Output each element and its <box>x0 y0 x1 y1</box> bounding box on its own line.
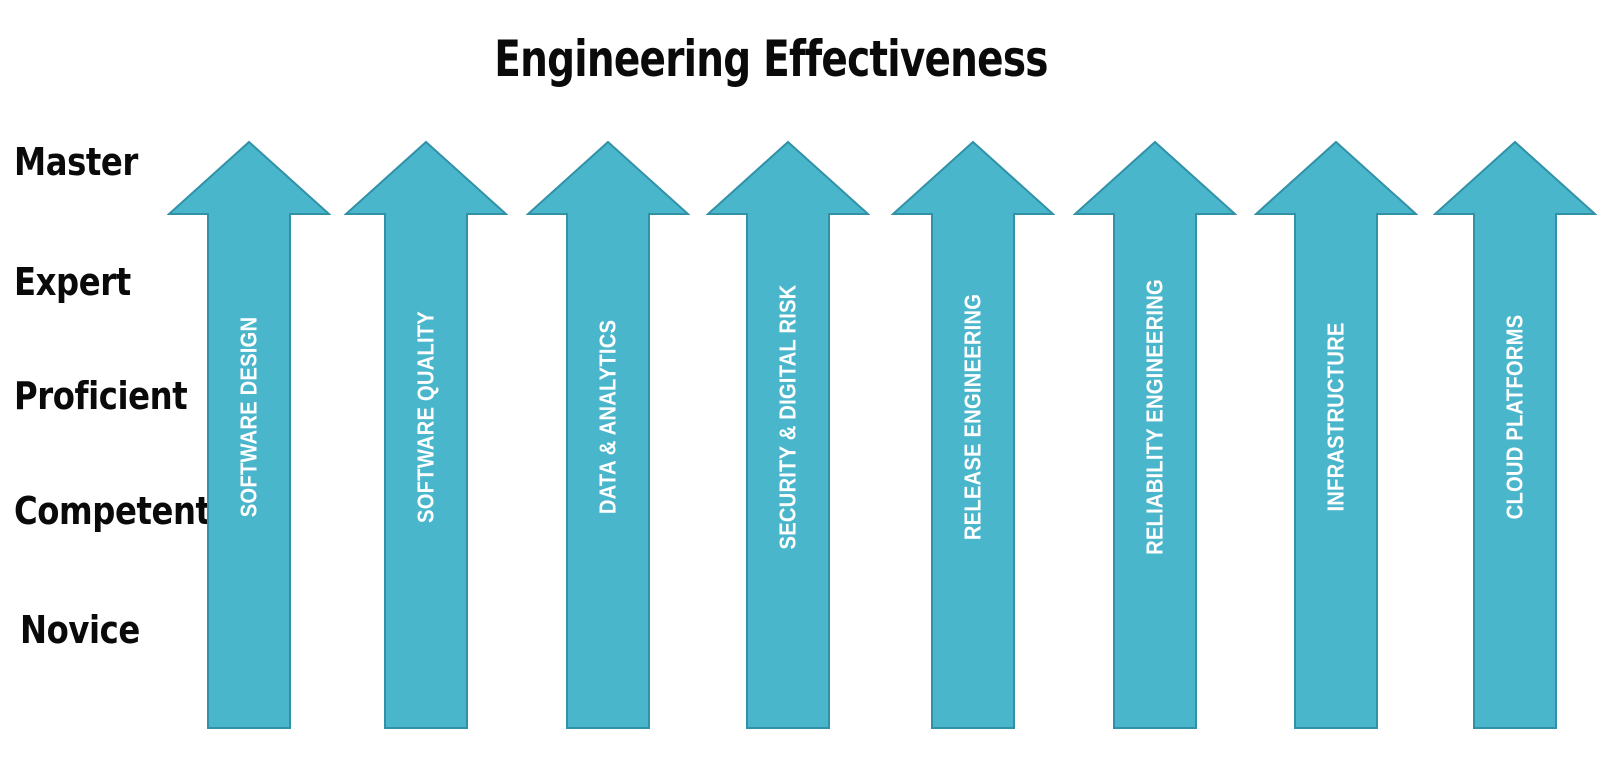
up-arrow-shape <box>526 140 690 729</box>
up-arrow-shape <box>344 140 508 729</box>
up-arrow-shape <box>891 140 1055 729</box>
arrow-data-analytics: DATA & ANALYTICS <box>526 140 690 730</box>
arrow-release-engineering: RELEASE ENGINEERING <box>891 140 1055 730</box>
arrow-label-reliability-engineering: RELIABILITY ENGINEERING <box>1141 279 1168 556</box>
arrow-software-design: SOFTWARE DESIGN <box>167 140 331 730</box>
level-label-competent: Competent <box>14 489 211 533</box>
up-arrow-shape <box>167 140 331 729</box>
level-label-expert: Expert <box>14 260 131 304</box>
arrow-label-release-engineering: RELEASE ENGINEERING <box>959 294 986 541</box>
level-label-novice: Novice <box>20 608 140 652</box>
arrow-label-software-design: SOFTWARE DESIGN <box>235 317 262 518</box>
up-arrow-shape <box>1433 140 1597 729</box>
up-arrow-shape <box>706 140 870 729</box>
arrow-software-quality: SOFTWARE QUALITY <box>344 140 508 730</box>
arrow-label-security-digital-risk: SECURITY & DIGITAL RISK <box>774 284 801 550</box>
up-arrow-shape <box>1073 140 1237 729</box>
diagram-title: Engineering Effectiveness <box>494 30 1048 88</box>
arrow-infrastructure: INFRASTRUCTURE <box>1254 140 1418 730</box>
arrow-label-cloud-platforms: CLOUD PLATFORMS <box>1501 314 1528 520</box>
arrow-reliability-engineering: RELIABILITY ENGINEERING <box>1073 140 1237 730</box>
level-label-proficient: Proficient <box>14 374 188 418</box>
arrow-label-data-analytics: DATA & ANALYTICS <box>594 320 621 515</box>
arrow-label-software-quality: SOFTWARE QUALITY <box>412 311 439 524</box>
arrow-label-infrastructure: INFRASTRUCTURE <box>1322 322 1349 512</box>
level-label-master: Master <box>14 140 138 184</box>
up-arrow-shape <box>1254 140 1418 729</box>
arrow-cloud-platforms: CLOUD PLATFORMS <box>1433 140 1597 730</box>
arrow-security-digital-risk: SECURITY & DIGITAL RISK <box>706 140 870 730</box>
